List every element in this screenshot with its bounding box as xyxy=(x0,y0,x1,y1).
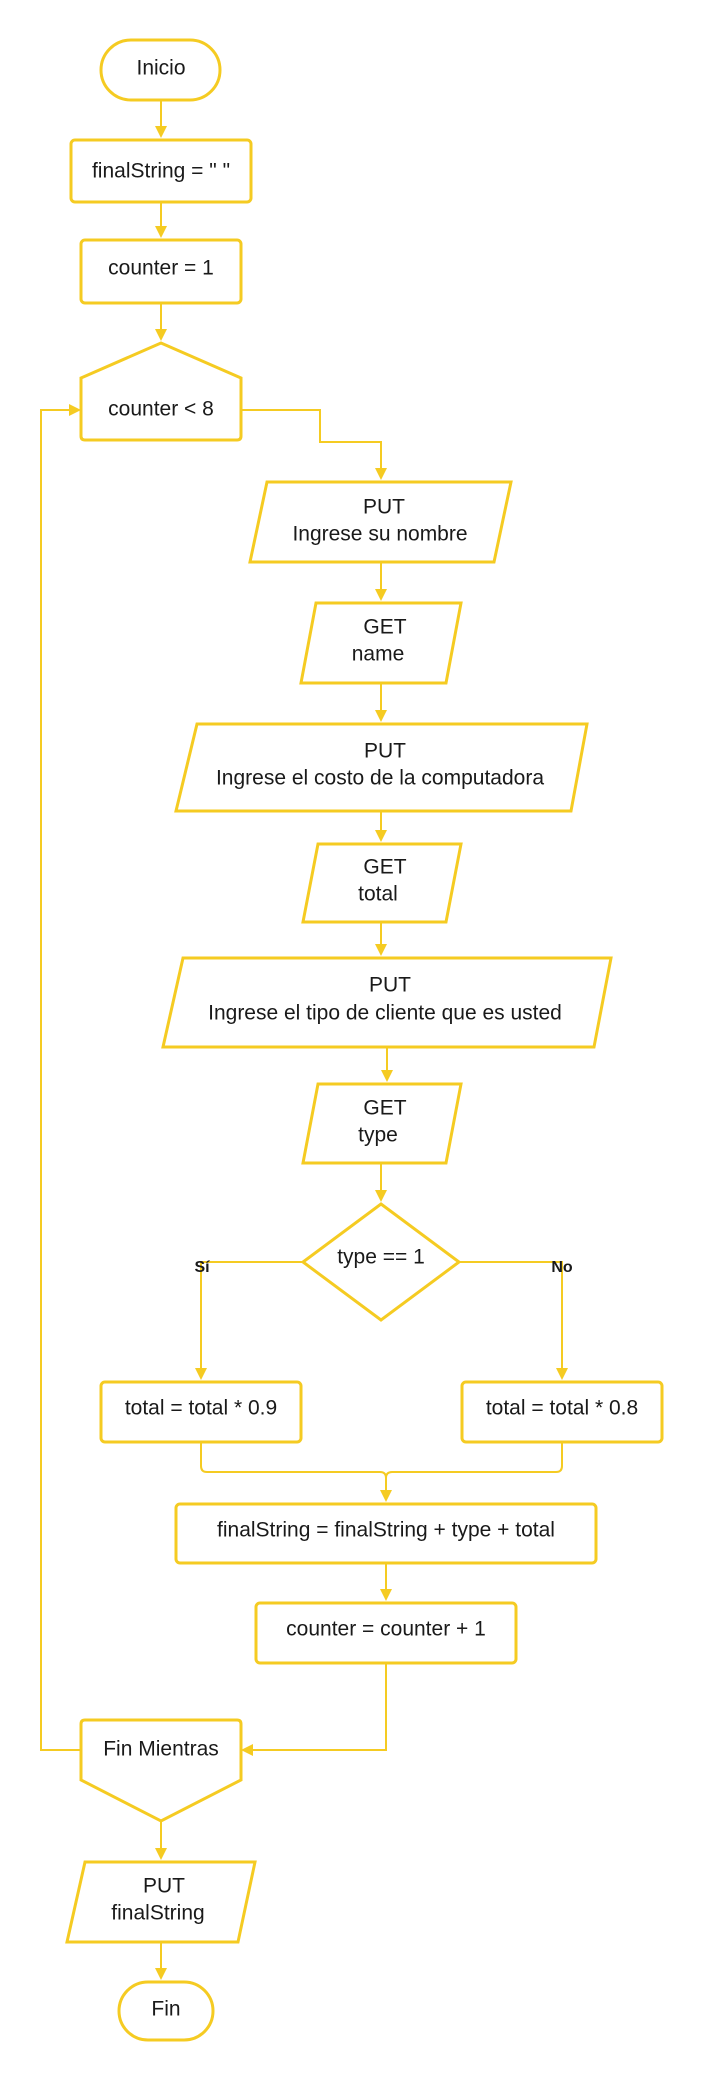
arrowhead xyxy=(155,1848,167,1860)
concat-label: finalString = finalString + type + total xyxy=(217,1519,555,1542)
yes-branch-label: Sí xyxy=(194,1259,210,1276)
connector-no-action-to-merge xyxy=(385,1442,563,1479)
connector-loop-back xyxy=(40,409,81,1751)
get-total-variable: total xyxy=(358,883,398,906)
process-init-final-string: finalString = " " xyxy=(69,138,253,204)
connector-loop-to-put-name xyxy=(241,409,382,472)
put-type-message: Ingrese el tipo de cliente que es usted xyxy=(208,1002,562,1025)
process-increment: counter = counter + 1 xyxy=(254,1601,518,1665)
decision-type: type == 1 xyxy=(300,1202,462,1322)
arrowhead xyxy=(155,226,167,238)
start-label: Inicio xyxy=(136,57,185,80)
no-branch-label: No xyxy=(551,1259,573,1276)
arrowhead xyxy=(241,1744,253,1756)
arrowhead xyxy=(375,710,387,722)
init-final-string-label: finalString = " " xyxy=(92,160,230,183)
get-total-keyword: GET xyxy=(363,856,406,879)
arrowhead xyxy=(155,1968,167,1980)
arrowhead xyxy=(375,468,387,480)
arrowhead xyxy=(155,329,167,341)
connector-increment-to-loop-end xyxy=(249,1663,387,1751)
io-put-final: PUT finalString xyxy=(65,1860,257,1944)
connectors xyxy=(40,100,568,1980)
io-get-name: GET name xyxy=(299,601,463,685)
process-yes-action: total = total * 0.9 xyxy=(99,1380,303,1444)
process-init-counter: counter = 1 xyxy=(79,238,243,305)
loop-end-label: Fin Mientras xyxy=(103,1738,219,1761)
process-no-action: total = total * 0.8 xyxy=(460,1380,664,1444)
get-type-keyword: GET xyxy=(363,1097,406,1120)
start-terminator: Inicio xyxy=(99,38,222,102)
arrowhead xyxy=(195,1368,207,1380)
io-get-total: GET total xyxy=(301,842,463,924)
get-name-variable: name xyxy=(352,643,405,666)
io-put-name: PUT Ingrese su nombre xyxy=(248,480,513,564)
increment-label: counter = counter + 1 xyxy=(286,1618,486,1641)
put-name-keyword: PUT xyxy=(363,496,405,519)
init-counter-label: counter = 1 xyxy=(108,257,214,280)
loop-start: counter < 8 xyxy=(79,341,243,442)
decision-label: type == 1 xyxy=(337,1246,425,1269)
put-cost-keyword: PUT xyxy=(364,740,406,763)
arrowhead xyxy=(556,1368,568,1380)
connector-yes-action-to-merge xyxy=(200,1442,387,1494)
connector-decision-no xyxy=(459,1261,563,1372)
connector-decision-yes xyxy=(200,1261,303,1372)
arrowhead xyxy=(69,404,81,416)
end-terminator: Fin xyxy=(117,1980,215,2042)
yes-action-label: total = total * 0.9 xyxy=(125,1397,277,1420)
put-final-variable: finalString xyxy=(111,1902,204,1925)
get-type-variable: type xyxy=(358,1124,398,1147)
arrowhead xyxy=(380,1589,392,1601)
arrowhead xyxy=(375,589,387,601)
loop-end: Fin Mientras xyxy=(79,1718,243,1823)
arrowhead xyxy=(381,1070,393,1082)
end-label: Fin xyxy=(151,1998,180,2021)
put-name-message: Ingrese su nombre xyxy=(292,523,467,546)
arrowhead xyxy=(375,944,387,956)
loop-condition-label: counter < 8 xyxy=(108,398,214,421)
io-put-cost: PUT Ingrese el costo de la computadora xyxy=(174,722,589,813)
arrowhead xyxy=(380,1490,392,1502)
no-action-label: total = total * 0.8 xyxy=(486,1397,638,1420)
get-name-keyword: GET xyxy=(363,616,406,639)
put-final-keyword: PUT xyxy=(143,1875,185,1898)
process-concat: finalString = finalString + type + total xyxy=(174,1502,598,1565)
arrowhead xyxy=(155,126,167,138)
put-type-keyword: PUT xyxy=(369,974,411,997)
io-get-type: GET type xyxy=(301,1082,463,1165)
put-cost-message: Ingrese el costo de la computadora xyxy=(216,767,544,790)
arrowhead xyxy=(375,1190,387,1202)
io-put-type: PUT Ingrese el tipo de cliente que es us… xyxy=(161,956,613,1049)
arrowhead xyxy=(375,830,387,842)
